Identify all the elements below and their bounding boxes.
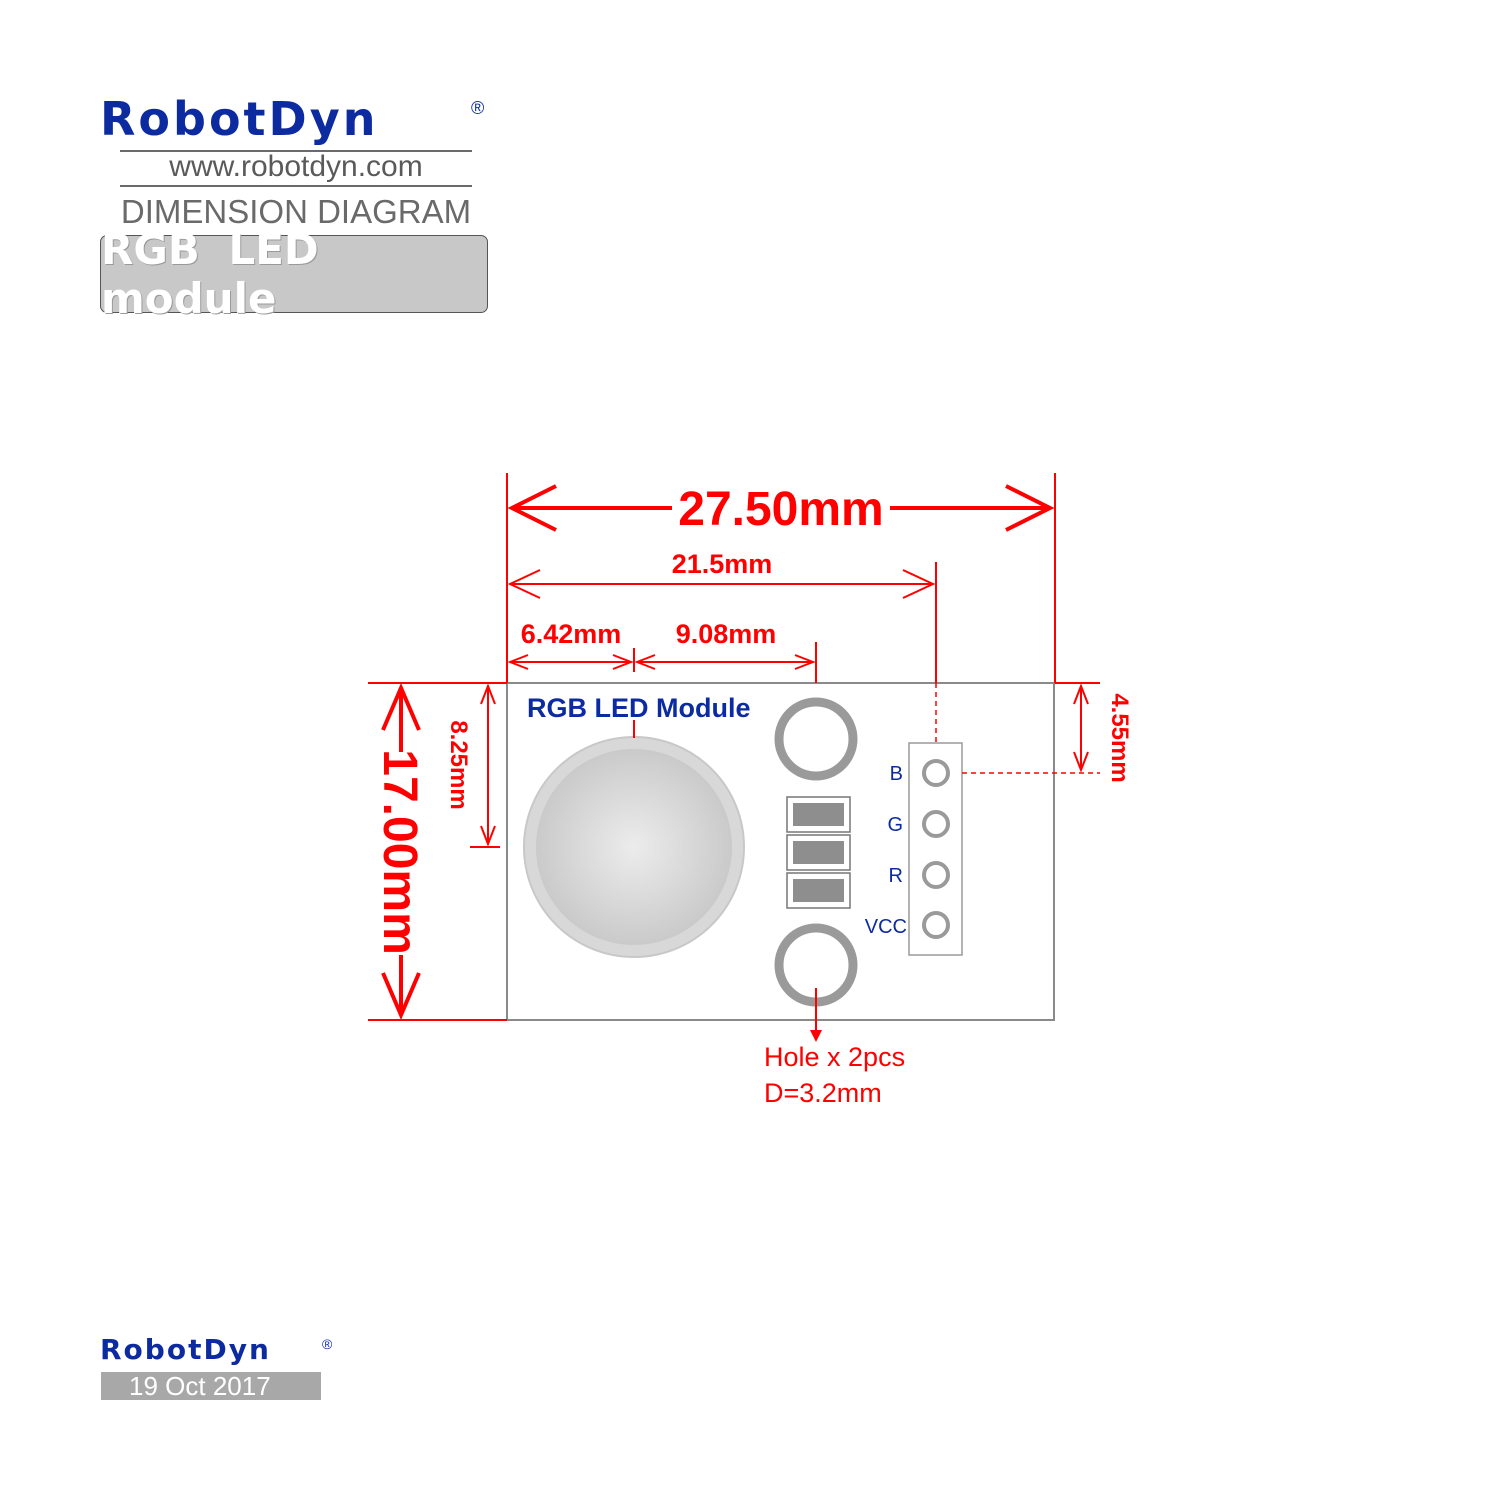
doc-type-title: DIMENSION DIAGRAM [120, 193, 472, 230]
dimension-lines [368, 473, 1100, 1042]
dim-led-to-hole: 9.08mm [676, 619, 777, 649]
registered-mark: ® [471, 98, 485, 118]
hole-note-line2: D=3.2mm [764, 1078, 882, 1108]
pin-label-g: G [887, 814, 903, 836]
resistor-3 [786, 872, 851, 909]
resistor-2 [786, 834, 851, 871]
divider-top [120, 150, 472, 152]
pin-label-b: B [890, 763, 903, 785]
pin-b [922, 759, 950, 787]
brand-logo: RobotDyn [100, 92, 379, 146]
led-lens [536, 749, 732, 945]
pin-label-vcc: VCC [865, 916, 907, 938]
footer-registered-mark: ® [322, 1336, 333, 1352]
pin-label-r: R [889, 865, 903, 887]
pin-vcc [922, 911, 950, 939]
divider-bottom [120, 185, 472, 187]
product-name-badge: RGB LED module [100, 225, 488, 323]
dim-pin-offset-y: 4.55mm [1106, 693, 1133, 782]
mounting-hole-top [774, 697, 858, 781]
dim-led-offset-x: 6.42mm [521, 619, 622, 649]
dim-pin-header-offset: 21.5mm [672, 549, 773, 579]
pin-g [922, 810, 950, 838]
dim-total-width: 27.50mm [678, 483, 883, 536]
resistor-1 [786, 796, 851, 833]
pin-r [922, 861, 950, 889]
dim-led-offset-y: 8.25mm [445, 720, 472, 809]
board-label: RGB LED Module [527, 693, 751, 723]
footer-date: 19 Oct 2017 [101, 1372, 321, 1400]
hole-note-line1: Hole x 2pcs [764, 1042, 905, 1072]
dim-total-height: 17.00mm [373, 749, 426, 954]
footer-brand-logo: RobotDyn [100, 1333, 271, 1366]
website-text: www.robotdyn.com [169, 150, 423, 183]
